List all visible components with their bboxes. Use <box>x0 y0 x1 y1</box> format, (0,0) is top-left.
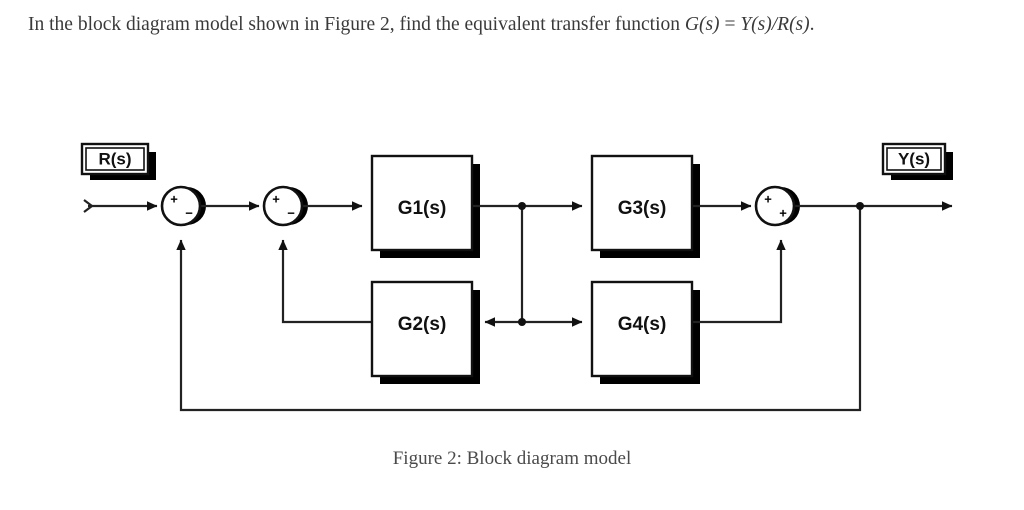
problem-math-gs: G(s) <box>684 14 720 35</box>
block-G2-label: G2(s) <box>398 314 447 335</box>
block-G3-label: G3(s) <box>618 198 667 219</box>
block-G4-label: G4(s) <box>618 314 667 335</box>
diagram-wires <box>83 199 953 412</box>
summing-junction-3-sign-top: + <box>764 191 772 206</box>
figure-block-diagram: G1(s) G3(s) G2(s) G4(s) + − + <box>0 110 1024 440</box>
problem-statement: In the block diagram model shown in Figu… <box>28 10 972 40</box>
problem-text-suffix: . <box>809 14 815 35</box>
summing-junction-1-sign-top: + <box>170 191 178 206</box>
summing-junction-1[interactable]: + − <box>160 185 202 227</box>
figure-caption: Figure 2: Block diagram model <box>392 448 632 469</box>
summing-junction-1-sign-bottom: − <box>185 205 193 220</box>
summing-junction-2-sign-bottom: − <box>287 205 295 220</box>
problem-text-equals: = <box>719 14 741 35</box>
block-G1[interactable]: G1(s) <box>370 154 474 252</box>
problem-text-prefix: In the block diagram model shown in Figu… <box>28 14 685 35</box>
output-label-Y: Y(s) <box>881 142 947 176</box>
block-G4[interactable]: G4(s) <box>590 280 694 378</box>
output-label-Y-text: Y(s) <box>898 149 930 168</box>
summing-junction-2-sign-top: + <box>272 191 280 206</box>
problem-math-ysrs: Y(s)/R(s) <box>740 14 810 35</box>
block-G1-label: G1(s) <box>398 198 447 219</box>
summing-junction-2[interactable]: + − <box>262 185 304 227</box>
block-G2[interactable]: G2(s) <box>370 280 474 378</box>
summing-junction-3[interactable]: + + <box>754 185 796 227</box>
summing-junction-3-sign-bottom: + <box>779 205 787 220</box>
block-G3[interactable]: G3(s) <box>590 154 694 252</box>
input-label-R: R(s) <box>80 142 150 176</box>
input-label-R-text: R(s) <box>98 149 131 168</box>
